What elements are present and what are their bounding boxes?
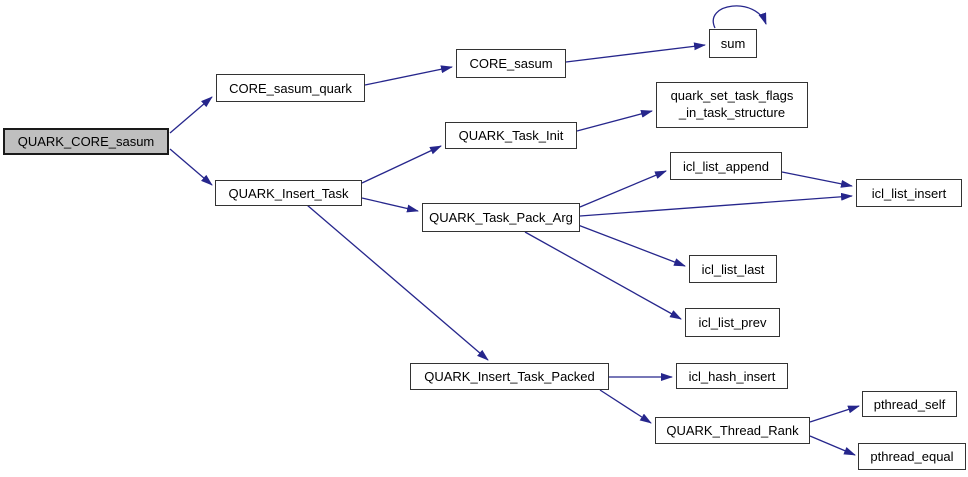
node-quark-core-sasum: QUARK_CORE_sasum (3, 128, 169, 155)
node-quark-insert-task-packed[interactable]: QUARK_Insert_Task_Packed (410, 363, 609, 390)
node-core-sasum-quark[interactable]: CORE_sasum_quark (216, 74, 365, 102)
edge-core-sasum-quark-to-core-sasum (364, 65, 453, 86)
node-icl-hash-insert[interactable]: icl_hash_insert (676, 363, 788, 389)
node-icl-list-append[interactable]: icl_list_append (670, 152, 782, 180)
node-icl-list-last[interactable]: icl_list_last (689, 255, 777, 283)
node-label: QUARK_Insert_Task (228, 185, 349, 201)
edge-quark-task-pack-arg-to-icl-list-last (577, 224, 686, 267)
node-label: icl_list_insert (871, 185, 947, 201)
node-label: icl_list_prev (698, 315, 767, 330)
edge-quark-thread-rank-to-pthread-self (809, 405, 860, 423)
edge-quark-core-sasum-to-quark-insert-task (169, 148, 213, 186)
node-label: CORE_sasum (469, 56, 553, 71)
node-sum[interactable]: sum (709, 29, 757, 58)
edge-sum-self-loop (712, 5, 767, 29)
node-label-line1: quark_set_task_flags (670, 88, 794, 104)
node-label: QUARK_CORE_sasum (17, 134, 155, 149)
node-label: icl_list_append (682, 158, 769, 174)
node-label: CORE_sasum_quark (229, 80, 352, 96)
node-pthread-equal[interactable]: pthread_equal (858, 443, 966, 470)
edge-quark-task-pack-arg-to-icl-list-append (579, 170, 667, 208)
edge-quark-core-sasum-to-core-sasum-quark (169, 96, 213, 134)
edge-quark-insert-task-to-quark-task-init (361, 145, 442, 184)
edge-icl-list-append-to-icl-list-insert (781, 171, 853, 188)
node-label: icl_hash_insert (688, 368, 776, 384)
edge-quark-insert-task-packed-to-quark-thread-rank (599, 389, 652, 424)
node-quark-thread-rank[interactable]: QUARK_Thread_Rank (655, 417, 810, 444)
node-label: pthread_self (873, 396, 946, 412)
node-label: QUARK_Thread_Rank (666, 423, 799, 438)
node-pthread-self[interactable]: pthread_self (862, 391, 957, 417)
node-quark-task-pack-arg[interactable]: QUARK_Task_Pack_Arg (422, 203, 580, 232)
edge-quark-insert-task-to-quark-task-pack-arg (361, 197, 419, 213)
node-label: pthread_equal (870, 449, 954, 464)
node-quark-insert-task[interactable]: QUARK_Insert_Task (215, 180, 362, 206)
edge-quark-task-pack-arg-to-icl-list-insert (579, 192, 853, 217)
edge-quark-task-init-to-quark-set-task-flags (576, 109, 653, 132)
node-quark-task-init[interactable]: QUARK_Task_Init (445, 122, 577, 149)
edge-quark-thread-rank-to-pthread-equal (809, 435, 856, 456)
edge-core-sasum-to-sum (565, 42, 706, 63)
node-label: sum (720, 36, 746, 51)
node-quark-set-task-flags-in-task-structure[interactable]: quark_set_task_flags _in_task_structure (656, 82, 808, 128)
node-label: QUARK_Task_Pack_Arg (429, 210, 573, 225)
node-icl-list-prev[interactable]: icl_list_prev (685, 308, 780, 337)
edge-quark-task-pack-arg-to-icl-list-prev (524, 231, 682, 320)
node-core-sasum[interactable]: CORE_sasum (456, 49, 566, 78)
node-label: icl_list_last (701, 261, 765, 277)
node-icl-list-insert[interactable]: icl_list_insert (856, 179, 962, 207)
node-label: QUARK_Task_Init (458, 128, 564, 143)
node-label: QUARK_Insert_Task_Packed (424, 369, 595, 384)
node-label-line2: _in_task_structure (678, 105, 786, 120)
